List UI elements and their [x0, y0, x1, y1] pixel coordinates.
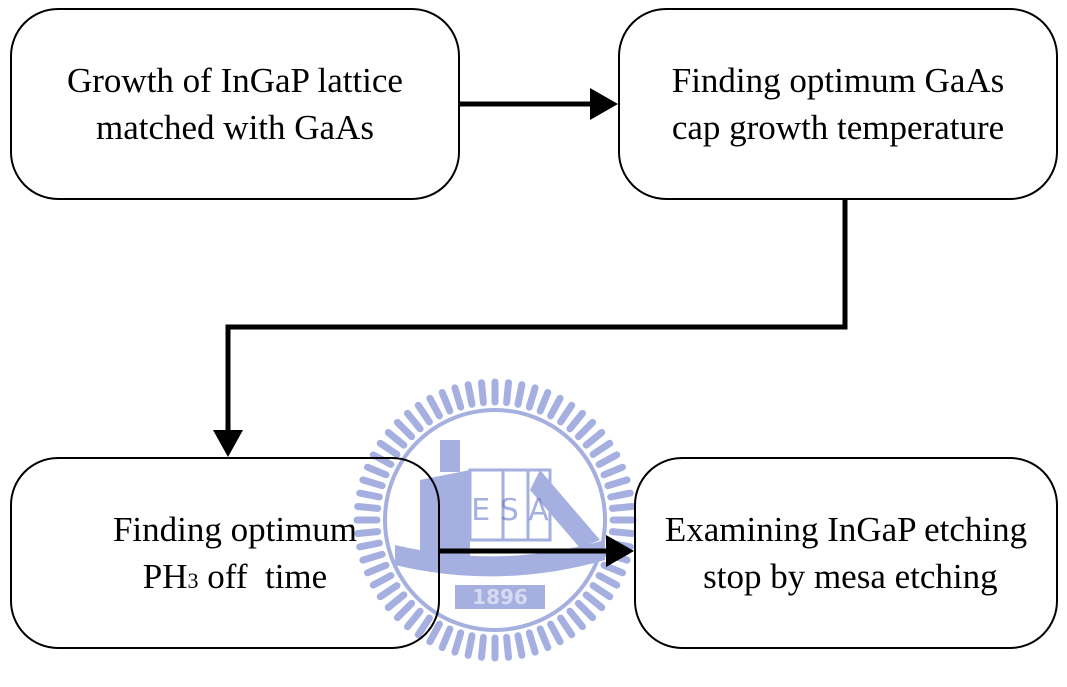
seal-tick	[595, 572, 621, 589]
seal-tick	[525, 384, 539, 411]
seal-tick	[464, 381, 476, 408]
step-box-label: Finding optimum PH3 off time	[113, 506, 357, 601]
seal-tick	[503, 379, 512, 407]
seal-tick	[369, 572, 395, 589]
seal-tick	[589, 582, 614, 601]
seal-tick	[426, 620, 443, 646]
seal-tick	[582, 591, 606, 611]
seal-tick	[359, 550, 386, 564]
seal-tick	[536, 625, 552, 651]
seal-tick	[451, 384, 465, 411]
seal-tick	[414, 401, 433, 426]
seal-tick	[364, 463, 390, 479]
seal-tick	[404, 409, 424, 433]
seal-tick	[582, 429, 606, 449]
seal-tick	[557, 401, 576, 426]
seal-tick	[608, 528, 636, 537]
seal-tick	[608, 503, 636, 512]
seal-tick	[600, 463, 626, 479]
seal-tick	[354, 503, 382, 512]
arrow-2-path	[225, 200, 848, 430]
seal-tick	[438, 389, 454, 415]
seal-tick	[600, 561, 626, 577]
seal-ground-shape	[395, 540, 605, 577]
seal-tick	[426, 394, 443, 420]
seal-tick	[438, 625, 454, 651]
seal-tick	[478, 633, 487, 661]
arrow-2-head	[213, 430, 243, 457]
arrow-3-head	[606, 535, 634, 567]
seal-tick	[503, 633, 512, 661]
seal-tick	[356, 539, 383, 551]
seal-tick	[464, 632, 476, 659]
seal-tick	[547, 620, 564, 646]
seal-tick	[478, 379, 487, 407]
seal-tick	[356, 489, 383, 501]
seal-tick	[514, 381, 526, 408]
step-box-ph3-off-time: Finding optimum PH3 off time	[10, 457, 440, 649]
seal-tick	[547, 394, 564, 420]
ph3-line: PH3 off time	[142, 557, 328, 596]
seal-tick	[595, 451, 621, 468]
seal-tick	[566, 607, 586, 631]
seal-tick	[393, 418, 416, 441]
step-box-label: Examining InGaP etching stop by mesa etc…	[664, 509, 1028, 596]
seal-tick	[354, 528, 382, 537]
step-box-growth: Growth of InGaP lattice matched with GaA…	[10, 8, 460, 200]
seal-tick	[451, 629, 465, 656]
seal-tick	[376, 582, 401, 601]
step-box-label: Growth of InGaP lattice matched with GaA…	[67, 60, 403, 147]
arrow-1-head	[590, 88, 618, 120]
seal-tick	[557, 614, 576, 639]
step-box-etching-stop: Examining InGaP etching stop by mesa etc…	[634, 457, 1058, 649]
seal-year: 1896	[472, 585, 528, 609]
seal-tick	[607, 489, 634, 501]
step-box-label: Finding optimum GaAs cap growth temperat…	[671, 60, 1005, 147]
seal-tick	[566, 409, 586, 433]
seal-tick	[369, 451, 395, 468]
seal-tick	[376, 439, 401, 458]
seal-tick	[589, 439, 614, 458]
seal-tower-shape	[440, 440, 460, 472]
seal-tick	[514, 632, 526, 659]
seal-tick	[359, 476, 386, 490]
seal-tick	[525, 629, 539, 656]
seal-tick	[536, 389, 552, 415]
seal-tick	[384, 429, 408, 449]
seal-ramp-shape	[530, 470, 600, 548]
step-box-cap-temperature: Finding optimum GaAs cap growth temperat…	[618, 8, 1058, 200]
seal-tick	[574, 599, 597, 622]
seal-tick	[364, 561, 390, 577]
seal-tick	[604, 476, 631, 490]
seal-tick	[574, 418, 597, 441]
seal-letters: E S A	[471, 493, 549, 528]
